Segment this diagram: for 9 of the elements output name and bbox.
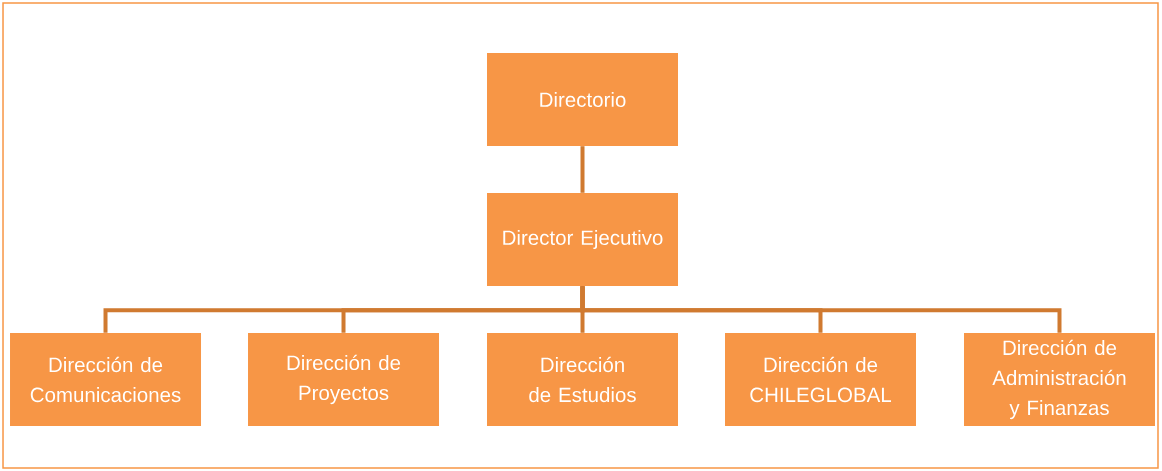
org-box: Director Ejecutivo — [487, 193, 678, 286]
org-box: Directorio — [487, 53, 678, 146]
org-box: Dirección de Comunicaciones — [10, 333, 201, 426]
org-box: Dirección de Estudios — [487, 333, 678, 426]
org-box: Dirección de Administración y Finanzas — [964, 333, 1155, 426]
connector-line — [580, 146, 585, 193]
org-box: Dirección de CHILEGLOBAL — [725, 333, 916, 426]
connector-line — [580, 286, 1062, 333]
org-box: Dirección de Proyectos — [248, 333, 439, 426]
